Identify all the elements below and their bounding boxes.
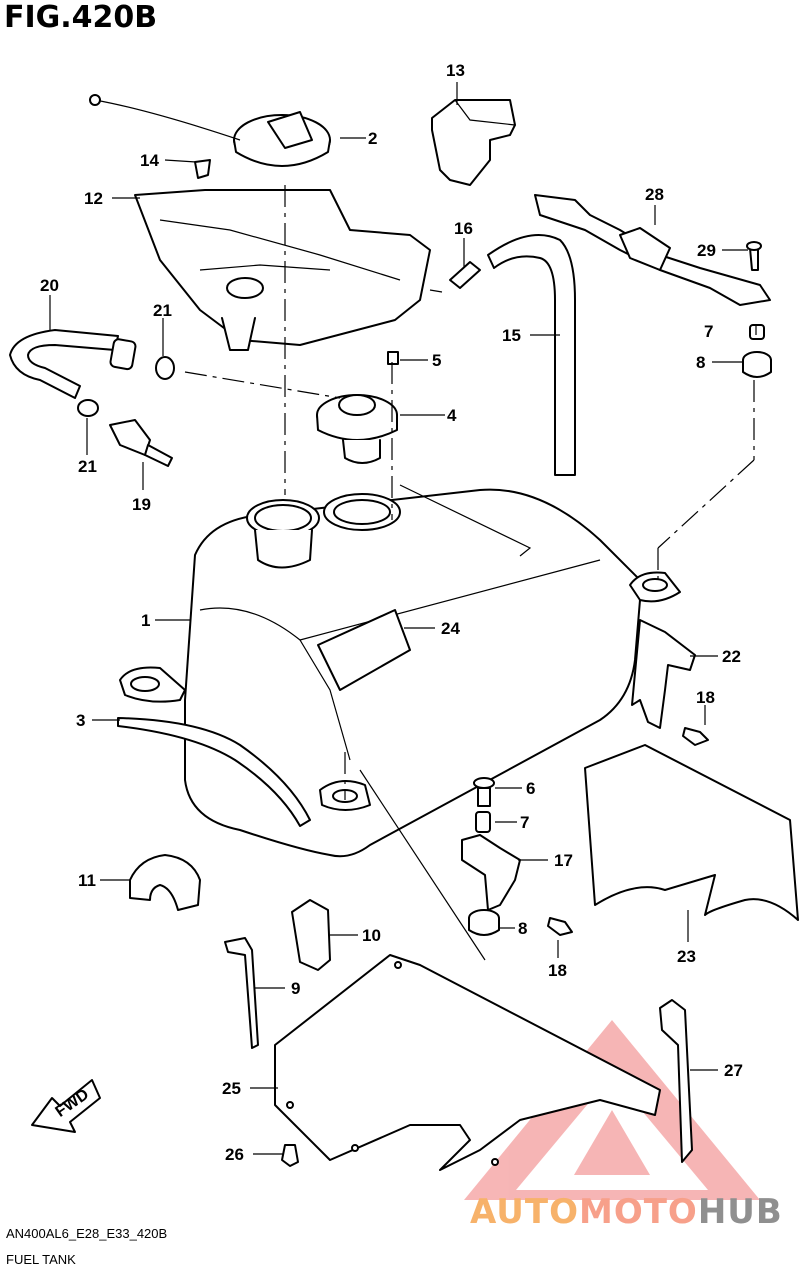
callout-5: 5	[432, 351, 441, 370]
callout-11: 11	[78, 871, 96, 890]
callout-6: 6	[526, 779, 535, 798]
callout-14: 14	[140, 151, 159, 170]
callout-8-lower: 8	[518, 919, 527, 938]
callout-numbers: 1 2 3 4 5 6 7 7 8 8 9 10 11 12 13 14 15 …	[40, 61, 743, 1164]
callout-2: 2	[368, 129, 377, 148]
breather-hose	[487, 234, 576, 476]
diagram-caption: FUEL TANK	[6, 1252, 76, 1267]
brand-word-hub: HUB	[697, 1192, 783, 1232]
callout-10: 10	[362, 926, 381, 945]
brand-word-auto: AUTO	[470, 1192, 579, 1232]
callout-23: 23	[677, 947, 696, 966]
callout-18-upper: 18	[696, 688, 715, 707]
callout-29: 29	[697, 241, 716, 260]
callout-21-upper: 21	[153, 301, 172, 320]
tank-label-area	[317, 609, 411, 691]
filler-tray	[134, 189, 443, 351]
callout-22: 22	[722, 647, 741, 666]
brand-word-moto: MOTO	[578, 1192, 698, 1232]
cover-part	[431, 99, 516, 186]
callout-20: 20	[40, 276, 59, 295]
callout-9: 9	[291, 979, 300, 998]
callout-28: 28	[645, 185, 664, 204]
callout-8-upper: 8	[696, 353, 705, 372]
callout-12: 12	[84, 189, 103, 208]
callout-3: 3	[76, 711, 85, 730]
callout-7-upper: 7	[704, 322, 713, 341]
watermark-brand: AUTOMOTOHUB	[470, 1192, 783, 1232]
callout-21-lower: 21	[78, 457, 97, 476]
callout-17: 17	[554, 851, 573, 870]
callout-4: 4	[447, 406, 457, 425]
callout-19: 19	[132, 495, 151, 514]
fuel-tank	[119, 484, 681, 858]
bracket-28	[534, 194, 771, 306]
callout-26: 26	[225, 1145, 244, 1164]
callout-25: 25	[222, 1079, 241, 1098]
figure-title: FIG.420B	[4, 0, 158, 35]
assembly-lines	[184, 185, 755, 961]
callout-24: 24	[441, 619, 460, 638]
fuel-cap	[89, 94, 331, 167]
diagram-code: AN400AL6_E28_E33_420B	[6, 1226, 168, 1241]
callout-16: 16	[454, 219, 473, 238]
callout-13: 13	[446, 61, 465, 80]
fwd-arrow-icon: FWD	[31, 1079, 101, 1133]
small-parts	[9, 159, 799, 1171]
callout-18-lower: 18	[548, 961, 567, 980]
callout-leaders	[49, 82, 757, 1155]
callout-7-lower: 7	[520, 813, 529, 832]
callout-1: 1	[141, 611, 150, 630]
callout-27: 27	[724, 1061, 743, 1080]
callout-15: 15	[502, 326, 521, 345]
